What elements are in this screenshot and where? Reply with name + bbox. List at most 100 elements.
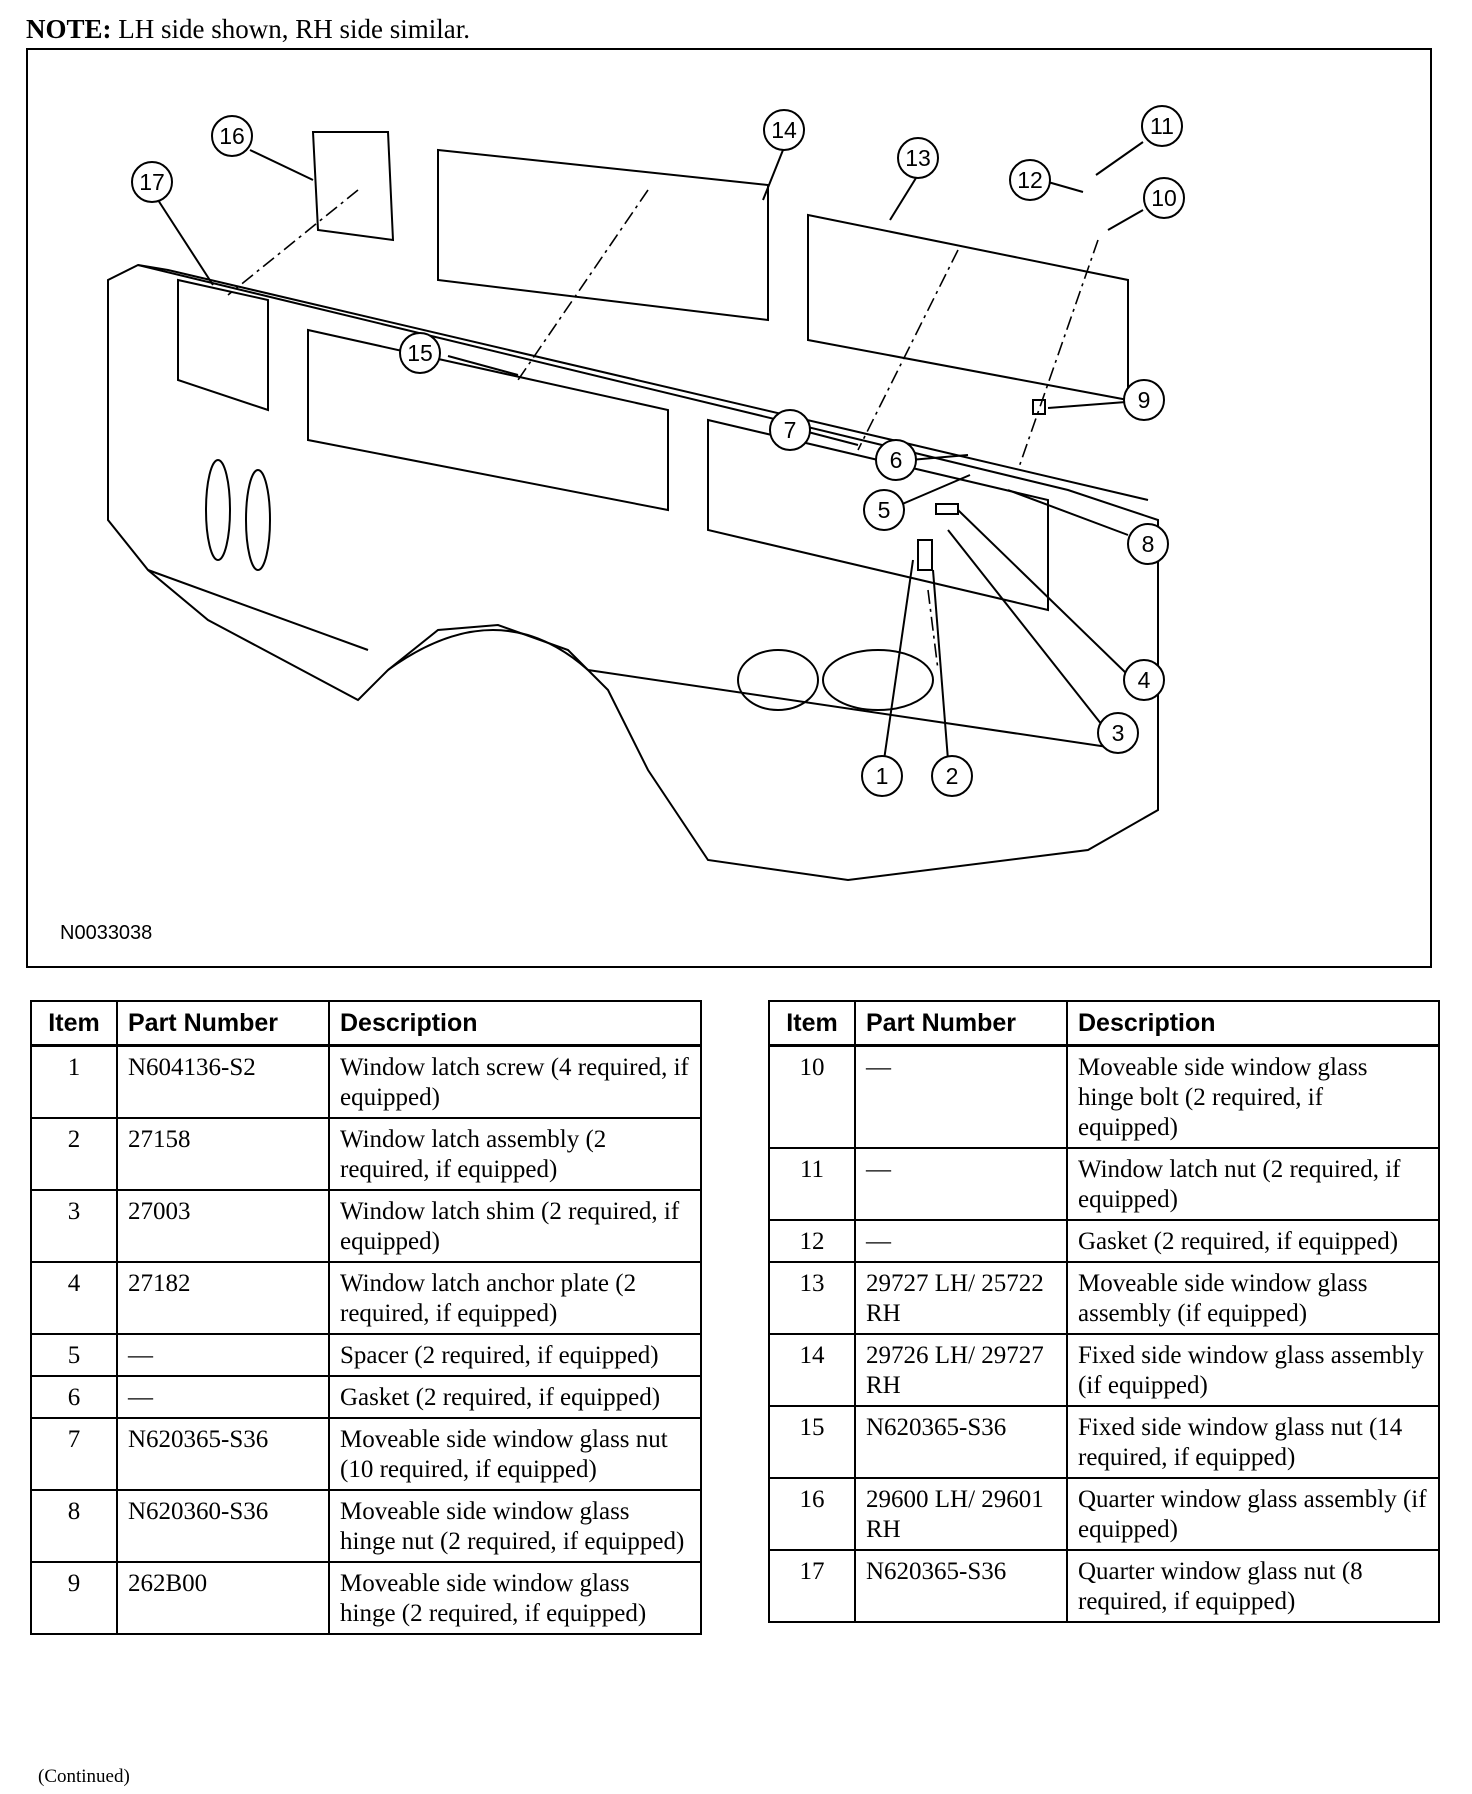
- table-row: 10—Moveable side window glass hinge bolt…: [768, 1044, 1440, 1149]
- item-cell: 2: [30, 1117, 118, 1191]
- moveable-window-opening: [707, 418, 1049, 612]
- item-cell: 3: [30, 1189, 118, 1263]
- description-cell: Quarter window glass assembly (if equipp…: [1066, 1477, 1440, 1551]
- header-description: Description: [1066, 1000, 1440, 1047]
- parts-table-right: Item Part Number Description 10—Moveable…: [768, 1000, 1440, 1623]
- part-number-cell: —: [854, 1147, 1068, 1221]
- hinge-part: [1032, 399, 1046, 415]
- panel-opening-left: [205, 459, 231, 561]
- svg-text:1: 1: [876, 763, 889, 789]
- part-number-cell: —: [116, 1333, 330, 1377]
- leader-10: [1107, 209, 1144, 231]
- leader-9: [1047, 401, 1127, 409]
- leader-7: [807, 431, 859, 446]
- leader-17: [157, 199, 214, 286]
- description-cell: Window latch screw (4 required, if equip…: [328, 1044, 702, 1119]
- svg-text:8: 8: [1142, 531, 1155, 557]
- callout-6: 6: [875, 439, 917, 481]
- panel-opening-right: [245, 469, 271, 571]
- leader-11: [1095, 141, 1144, 176]
- alignment-line-16: [227, 189, 359, 296]
- svg-text:13: 13: [905, 145, 931, 171]
- header-item: Item: [768, 1000, 856, 1047]
- note-line: NOTE: LH side shown, RH side similar.: [26, 14, 470, 45]
- wheel-arch: [387, 629, 589, 671]
- callout-1: 1: [861, 755, 903, 797]
- svg-text:9: 9: [1138, 387, 1151, 413]
- fixed-window-opening: [307, 328, 669, 512]
- svg-text:4: 4: [1138, 667, 1151, 693]
- callout-7: 7: [769, 409, 811, 451]
- svg-text:2: 2: [946, 763, 959, 789]
- item-cell: 7: [30, 1417, 118, 1491]
- svg-text:14: 14: [771, 117, 797, 143]
- access-hole-inner: [822, 649, 934, 711]
- description-cell: Moveable side window glass hinge (2 requ…: [328, 1561, 702, 1635]
- item-cell: 13: [768, 1261, 856, 1335]
- leader-15: [447, 355, 519, 376]
- quarter-window-opening: [177, 278, 269, 412]
- description-cell: Window latch shim (2 required, if equipp…: [328, 1189, 702, 1263]
- sill-line: [147, 569, 369, 651]
- svg-text:7: 7: [784, 417, 797, 443]
- svg-text:17: 17: [139, 169, 165, 195]
- item-cell: 1: [30, 1044, 118, 1119]
- part-number-cell: 29600 LH/ 29601 RH: [854, 1477, 1068, 1551]
- part-number-cell: N604136-S2: [116, 1044, 330, 1119]
- callout-16: 16: [211, 115, 253, 157]
- figure-id: N0033038: [60, 922, 153, 944]
- description-cell: Fixed side window glass assembly (if equ…: [1066, 1333, 1440, 1407]
- item-cell: 16: [768, 1477, 856, 1551]
- part-number-cell: —: [854, 1219, 1068, 1263]
- lower-panel-rail: [587, 669, 1129, 751]
- description-cell: Window latch assembly (2 required, if eq…: [328, 1117, 702, 1191]
- part-number-cell: 27182: [116, 1261, 330, 1335]
- header-item: Item: [30, 1000, 118, 1047]
- roof-rail: [137, 264, 1149, 501]
- description-cell: Moveable side window glass hinge nut (2 …: [328, 1489, 702, 1563]
- item-cell: 9: [30, 1561, 118, 1635]
- callout-9: 9: [1123, 379, 1165, 421]
- leader-12: [1047, 181, 1084, 193]
- leader-8: [1007, 489, 1129, 536]
- part-number-cell: 27158: [116, 1117, 330, 1191]
- item-cell: 8: [30, 1489, 118, 1563]
- header-part-number: Part Number: [854, 1000, 1068, 1047]
- item-cell: 10: [768, 1044, 856, 1149]
- alignment-line-latch: [927, 589, 939, 671]
- part-number-cell: 27003: [116, 1189, 330, 1263]
- table-row: 5—Spacer (2 required, if equipped): [30, 1333, 702, 1377]
- description-cell: Window latch anchor plate (2 required, i…: [328, 1261, 702, 1335]
- svg-text:16: 16: [219, 123, 245, 149]
- item-cell: 6: [30, 1375, 118, 1419]
- header-description: Description: [328, 1000, 702, 1047]
- description-cell: Fixed side window glass nut (14 required…: [1066, 1405, 1440, 1479]
- item-cell: 12: [768, 1219, 856, 1263]
- callout-8: 8: [1127, 523, 1169, 565]
- description-cell: Spacer (2 required, if equipped): [328, 1333, 702, 1377]
- latch-part: [917, 539, 933, 571]
- leader-14: [762, 149, 784, 201]
- table-row: 12—Gasket (2 required, if equipped): [768, 1219, 1440, 1263]
- leader-3: [947, 529, 1103, 726]
- svg-text:3: 3: [1112, 720, 1125, 746]
- callout-17: 17: [131, 161, 173, 203]
- part-number-cell: —: [854, 1044, 1068, 1149]
- callout-3: 3: [1097, 712, 1139, 754]
- item-cell: 11: [768, 1147, 856, 1221]
- description-cell: Quarter window glass nut (8 required, if…: [1066, 1549, 1440, 1623]
- leader-16: [249, 149, 314, 181]
- table-header-row: Item Part Number Description: [30, 1000, 702, 1047]
- description-cell: Moveable side window glass assembly (if …: [1066, 1261, 1440, 1335]
- part-number-cell: N620365-S36: [116, 1417, 330, 1491]
- header-part-number: Part Number: [116, 1000, 330, 1047]
- fixed-glass: [437, 148, 769, 322]
